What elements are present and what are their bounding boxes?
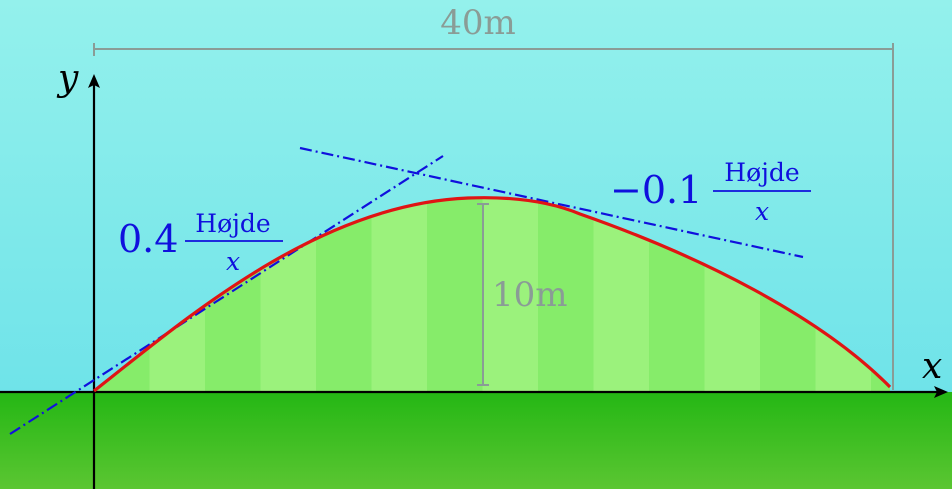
- hill-stripe: [482, 197, 539, 392]
- left-slope-coefficient: 0.4: [118, 217, 178, 261]
- hill-stripe: [538, 197, 594, 392]
- left-slope-label: 0.4 Højde x: [118, 209, 283, 276]
- hill-stripe: [371, 197, 428, 392]
- right-slope-label: −0.1 Højde x: [610, 158, 811, 226]
- ground: [0, 392, 952, 489]
- height-dimension: 10m: [477, 203, 568, 386]
- left-slope-denominator: x: [226, 247, 240, 276]
- hill-stripe: [427, 197, 483, 392]
- width-dimension: 40m: [93, 3, 894, 390]
- right-tangent-line: [299, 146, 804, 259]
- x-axis-arrow: [934, 386, 948, 398]
- left-slope-numerator: Højde: [195, 209, 270, 238]
- right-slope-numerator: Højde: [724, 158, 799, 187]
- right-slope-denominator: x: [755, 197, 769, 226]
- right-slope-coefficient: −0.1: [610, 168, 702, 212]
- y-axis-label: y: [56, 58, 79, 99]
- width-label: 40m: [440, 3, 516, 43]
- x-axis-label: x: [922, 346, 942, 387]
- height-label: 10m: [492, 275, 568, 315]
- left-tangent-line: [9, 155, 444, 435]
- y-axis-arrow: [88, 74, 100, 88]
- hill-curve: [93, 196, 892, 393]
- axes: x y: [0, 58, 948, 489]
